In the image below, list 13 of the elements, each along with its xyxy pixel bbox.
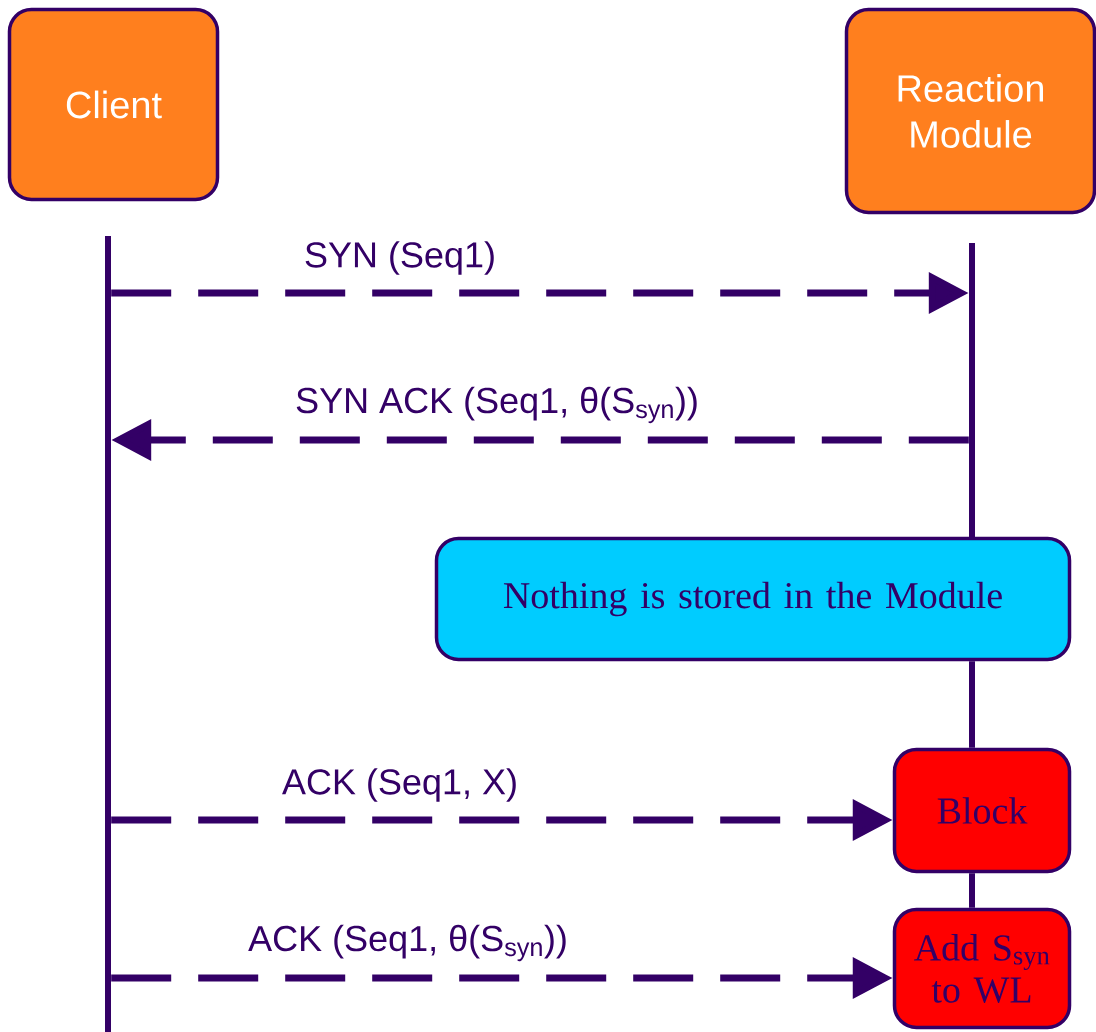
state-box: Block [892, 747, 1072, 874]
lifeline [969, 243, 975, 537]
edge-label: SYN ACK (Seq1, θ(S$_{syn}$)) [296, 386, 697, 424]
lifeline [969, 661, 975, 748]
lifeline [105, 236, 111, 1032]
edge-label: ACK (Seq1, θ(S$_{syn}$)) [248, 924, 566, 962]
edge-label: ACK (Seq1, X) [282, 768, 516, 802]
participant-box: Client [7, 7, 220, 202]
edge-label: SYN (Seq1) [305, 241, 494, 275]
note-box: Nothing is stored in the Module [434, 536, 1072, 662]
lifeline [969, 873, 975, 908]
participant-box: Reaction Module [844, 7, 1096, 215]
state-box: Add S$_{syn}$ to WL [892, 907, 1072, 1030]
